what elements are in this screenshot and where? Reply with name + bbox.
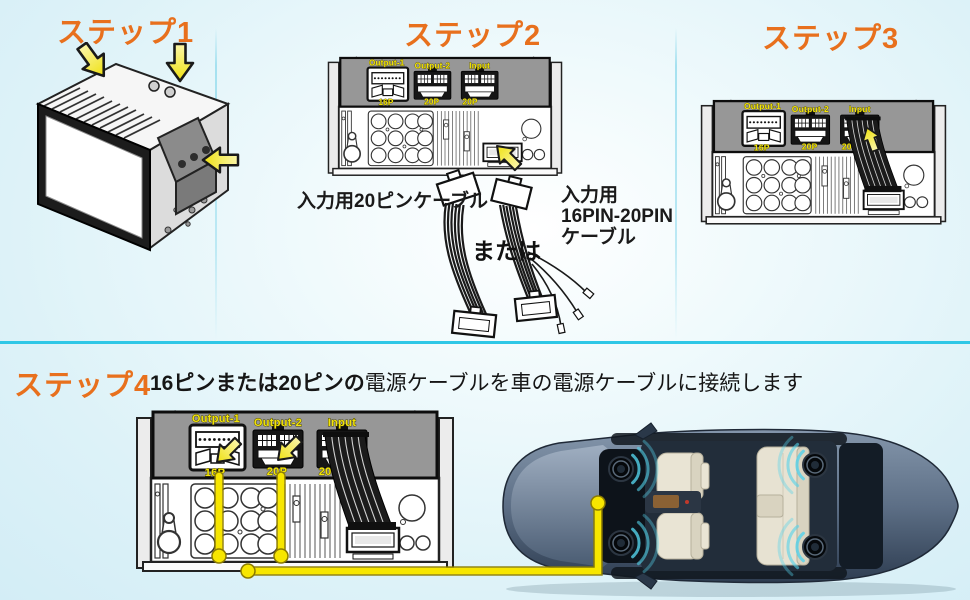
step4-title: ステップ4	[14, 370, 152, 402]
center-console	[645, 491, 701, 513]
step4-description-rest: 電源ケーブルを車の電源ケーブルに接続します	[364, 372, 804, 395]
rear-window-area	[839, 443, 883, 569]
cable-20pin	[435, 168, 498, 339]
power-cable-routing	[211, 471, 606, 579]
step2-title: ステップ2	[404, 20, 542, 52]
dashboard-area	[599, 449, 645, 563]
speaker-front-left	[608, 456, 634, 482]
side-mirror	[634, 422, 658, 440]
step3-title: ステップ3	[762, 23, 900, 55]
cable-label-16pin-20pin: 入力用 16PIN-20PIN ケーブル	[561, 185, 673, 248]
car-top-view	[502, 422, 959, 597]
cable-label-line3: ケーブル	[561, 227, 636, 248]
cable-label-20pin: 入力用20ピンケーブル	[297, 191, 488, 212]
mounting-bracket	[156, 116, 218, 216]
step4-description-bold: 16ピンまたは20ピンの	[150, 372, 365, 395]
side-mirror	[634, 572, 658, 590]
plug-arrow-icon	[488, 140, 527, 176]
step1-title: ステップ1	[57, 17, 195, 49]
cable-label-line2: 16PIN-20PIN	[561, 206, 673, 227]
sound-wave-icon	[631, 435, 805, 577]
cable-label-line1: 入力用	[561, 185, 619, 206]
heatsink-fins	[43, 87, 161, 139]
or-label: または	[472, 238, 541, 264]
input-cables-illustration	[435, 140, 595, 339]
speakers	[608, 435, 828, 577]
cable-16pin-20pin	[490, 174, 595, 335]
rear-panel-step3	[700, 99, 947, 225]
cable-junction-dots	[211, 495, 606, 579]
horizontal-divider	[0, 341, 970, 344]
head-unit-isometric	[35, 42, 240, 252]
display-front	[37, 102, 151, 252]
vertical-divider-2	[675, 28, 677, 340]
step4-description: 16ピンまたは20ピンの電源ケーブルを車の電源ケーブルに接続します	[150, 367, 803, 397]
speaker-rear-left	[802, 452, 828, 478]
speaker-rear-right	[802, 534, 828, 560]
speaker-front-right	[608, 530, 634, 556]
push-arrow-icon	[165, 42, 195, 83]
